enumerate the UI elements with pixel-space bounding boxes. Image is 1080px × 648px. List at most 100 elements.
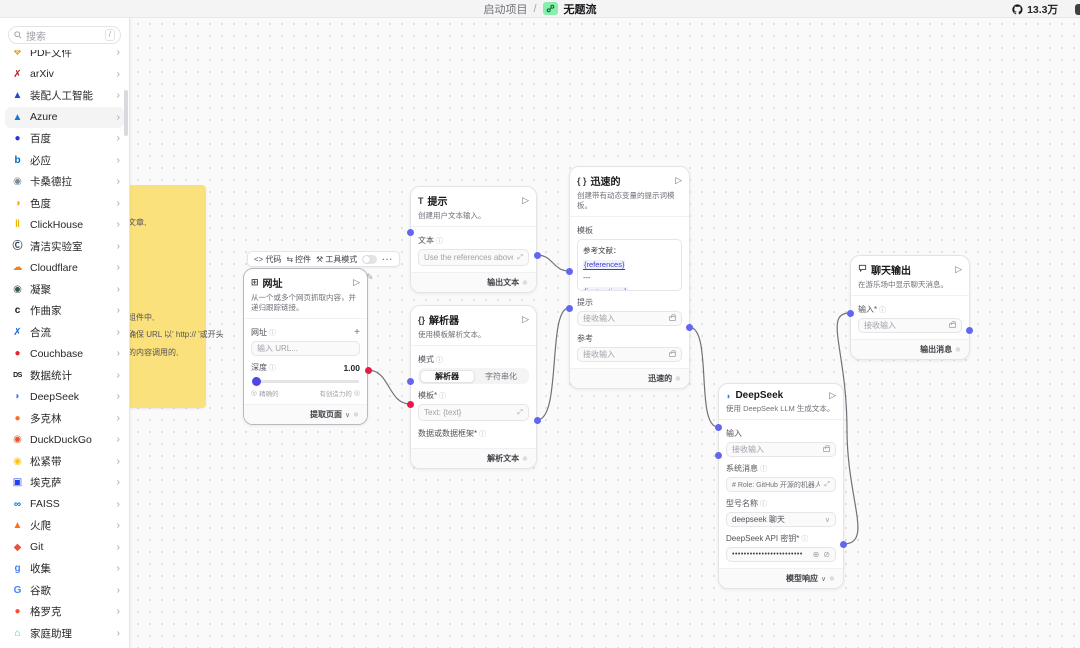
template-input[interactable]: Text: {text} ⤢ bbox=[418, 404, 529, 422]
freeze-icon[interactable]: ❄ bbox=[522, 279, 528, 287]
sidebar-item-合流[interactable]: ✗合流› bbox=[5, 322, 124, 344]
port-parser-data-input[interactable] bbox=[407, 401, 414, 408]
chevron-down-icon[interactable]: ∨ bbox=[345, 411, 351, 419]
sidebar-item-Couchbase[interactable]: ●Couchbase› bbox=[5, 343, 124, 365]
sidebar-item-arXiv[interactable]: ✗arXiv› bbox=[5, 64, 124, 86]
prompt-template-preview[interactable]: 参考文献： {references} --- {instructions} bbox=[577, 239, 682, 292]
run-node-button[interactable]: ▷ bbox=[353, 277, 360, 287]
port-prompt-input[interactable] bbox=[566, 268, 573, 275]
edge-deepseek-chat[interactable] bbox=[836, 312, 859, 545]
sidebar-item-FAISS[interactable]: ∞FAISS› bbox=[5, 494, 124, 516]
port-deepseek-system[interactable] bbox=[715, 452, 722, 459]
port-parser-output[interactable] bbox=[534, 417, 541, 424]
sidebar-item-多克林[interactable]: ●多克林› bbox=[5, 408, 124, 430]
sidebar-scrollbar[interactable] bbox=[124, 90, 128, 136]
sidebar-item-凝聚[interactable]: ◉凝聚› bbox=[5, 279, 124, 301]
sidebar-item-DuckDuckGo[interactable]: ◉DuckDuckGo› bbox=[5, 429, 124, 451]
sidebar-item-埃克萨[interactable]: ▣埃克萨› bbox=[5, 472, 124, 494]
run-node-button[interactable]: ▷ bbox=[675, 175, 682, 185]
edge-parser-prompt[interactable] bbox=[536, 307, 570, 421]
edge-prompt-deepseek[interactable] bbox=[688, 326, 719, 428]
chevron-down-icon[interactable]: ∨ bbox=[821, 575, 827, 583]
globe-icon[interactable]: ⊕ bbox=[812, 550, 820, 560]
sidebar-item-ClickHouse[interactable]: ‖ClickHouse› bbox=[5, 214, 124, 236]
sidebar-item-DeepSeek[interactable]: ◗DeepSeek› bbox=[5, 386, 124, 408]
sidebar-item-Azure[interactable]: ▲Azure› bbox=[5, 106, 124, 128]
run-node-button[interactable]: ▷ bbox=[955, 264, 962, 274]
node-deepseek[interactable]: ◗ DeepSeek ▷ 使用 DeepSeek LLM 生成文本。 输入 接收… bbox=[718, 383, 844, 590]
port-chat-output[interactable] bbox=[966, 327, 973, 334]
expand-icon[interactable]: ⤢ bbox=[824, 480, 830, 488]
github-stars[interactable]: 13.3万 bbox=[1027, 3, 1058, 16]
toolbar-more-button[interactable]: ··· bbox=[382, 254, 394, 264]
sidebar-item-Git[interactable]: ◆Git› bbox=[5, 537, 124, 559]
port-url-output[interactable] bbox=[365, 367, 372, 374]
freeze-icon[interactable]: ❄ bbox=[955, 346, 961, 354]
toolbar-code-button[interactable]: <> 代码 bbox=[254, 254, 281, 265]
sidebar-item-装配人工智能[interactable]: ▲装配人工智能› bbox=[5, 85, 124, 107]
sidebar-item-松紧带[interactable]: ◉松紧带› bbox=[5, 451, 124, 473]
chat-input-field[interactable]: 接收输入 bbox=[858, 318, 962, 334]
search-input[interactable]: 搜索 / bbox=[8, 26, 121, 44]
sidebar-item-格罗克[interactable]: ●格罗克› bbox=[5, 601, 124, 623]
references-input-field[interactable]: 接收输入 bbox=[577, 347, 682, 363]
toolbar-toolmode-button[interactable]: ⚒ 工具模式 bbox=[316, 254, 357, 265]
github-icon[interactable] bbox=[1012, 3, 1023, 15]
url-output-row[interactable]: 提取页面 ∨ ❄ bbox=[244, 404, 367, 425]
prompt-input-field[interactable]: 接收输入 bbox=[577, 311, 682, 327]
edit-pencil-icon[interactable]: ✎ bbox=[366, 272, 374, 282]
text-output-row[interactable]: 输出文本 ❄ bbox=[411, 272, 536, 293]
chat-output-row[interactable]: 输出消息 ❄ bbox=[851, 339, 969, 360]
sidebar-item-卡桑德拉[interactable]: ◉卡桑德拉› bbox=[5, 171, 124, 193]
freeze-icon[interactable]: ❄ bbox=[353, 411, 359, 419]
node-url[interactable]: ⊞ 网址 ▷ 从一个或多个网页抓取内容，并递归跟踪链接。 网址 ⓘ + 输入 U… bbox=[243, 268, 368, 426]
deepseek-output-row[interactable]: 模型响应 ∨ ❄ bbox=[719, 568, 843, 589]
port-chat-input[interactable] bbox=[847, 310, 854, 317]
freeze-icon[interactable]: ❄ bbox=[522, 455, 528, 463]
run-node-button[interactable]: ▷ bbox=[829, 390, 836, 400]
port-text-output[interactable] bbox=[534, 252, 541, 259]
edge-text-prompt[interactable] bbox=[536, 254, 570, 272]
node-chat-output[interactable]: 聊天输出 ▷ 在游乐场中显示聊天消息。 输入* ⓘ 接收输入 输出消息 ❄ bbox=[850, 255, 970, 361]
freeze-icon[interactable]: ❄ bbox=[829, 575, 835, 583]
port-parser-template-input[interactable] bbox=[407, 378, 414, 385]
run-node-button[interactable]: ▷ bbox=[522, 195, 529, 205]
sidebar-item-PDF文件[interactable]: ❖PDF文件› bbox=[5, 50, 124, 64]
parser-output-row[interactable]: 解析文本 ❄ bbox=[411, 448, 536, 469]
tool-mode-toggle[interactable] bbox=[362, 254, 378, 264]
expand-icon[interactable]: ⤢ bbox=[517, 253, 523, 261]
sidebar-item-色度[interactable]: ◑色度› bbox=[5, 193, 124, 215]
toolbar-controls-button[interactable]: ⇆ 控件 bbox=[286, 254, 311, 265]
flow-title[interactable]: 无题流 bbox=[563, 3, 597, 16]
sidebar-item-百度[interactable]: ●百度› bbox=[5, 128, 124, 150]
edge-url-parser[interactable] bbox=[367, 369, 411, 405]
model-select[interactable]: deepseek 聊天 ∨ bbox=[726, 512, 836, 528]
node-text-input[interactable]: T 提示 ▷ 创建用户文本输入。 文本 ⓘ Use the references… bbox=[410, 186, 537, 294]
sidebar-item-Cloudflare[interactable]: ☁Cloudflare› bbox=[5, 257, 124, 279]
port-prompt-references[interactable] bbox=[566, 305, 573, 312]
node-prompt[interactable]: { } 迅速的 ▷ 创建带有动态变量的提示词模板。 模板 参考文献： {refe… bbox=[569, 166, 690, 390]
text-value-input[interactable]: Use the references above for st ⤢ bbox=[418, 249, 529, 267]
sidebar-item-家庭助理[interactable]: ⌂家庭助理› bbox=[5, 623, 124, 643]
port-deepseek-output[interactable] bbox=[840, 541, 847, 548]
prompt-output-row[interactable]: 迅速的 ❄ bbox=[570, 368, 689, 389]
system-message-input[interactable]: # Role: GitHub 开源的机器人. ## P ⤢ bbox=[726, 477, 836, 493]
tab-stringify[interactable]: 字符串化 bbox=[485, 371, 517, 381]
partial-cut-icon[interactable] bbox=[1075, 4, 1080, 15]
url-input[interactable]: 输入 URL... bbox=[251, 341, 360, 357]
run-node-button[interactable]: ▷ bbox=[522, 314, 529, 324]
port-deepseek-input[interactable] bbox=[715, 424, 722, 431]
sidebar-item-火爬[interactable]: ▲火爬› bbox=[5, 515, 124, 537]
tab-parser[interactable]: 解析器 bbox=[419, 369, 475, 383]
add-url-button[interactable]: + bbox=[354, 327, 360, 339]
breadcrumb-project[interactable]: 启动项目 bbox=[483, 3, 528, 16]
port-prompt-output[interactable] bbox=[686, 324, 693, 331]
eye-off-icon[interactable]: ⊘ bbox=[823, 550, 830, 560]
flow-canvas[interactable]: 文章, 组件中, 确保 URL 以' http:// '或开头 的内容调用的, … bbox=[0, 18, 1080, 648]
